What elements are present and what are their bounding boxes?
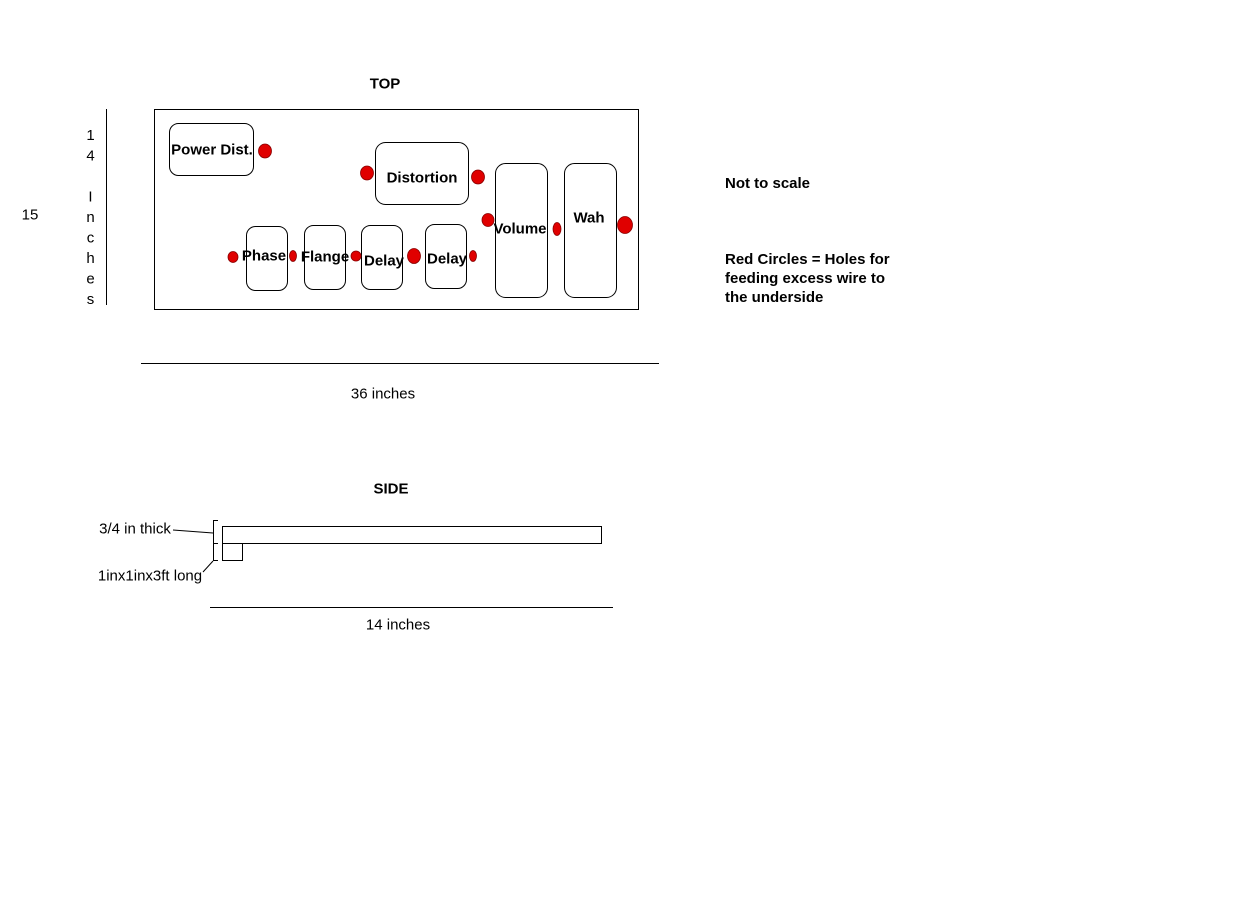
hole-circle (350, 250, 362, 262)
outer-height-label: 15 (21, 206, 39, 224)
pedal-delay2-box (425, 224, 467, 289)
thickness-label: 3/4 in thick (99, 520, 171, 538)
side-width-label: 14 inches (365, 616, 431, 634)
side-board (222, 526, 602, 544)
board-top-outline (154, 109, 639, 310)
support-bracket (213, 543, 218, 561)
hole-circle (552, 222, 562, 236)
thickness-leader (172, 529, 214, 534)
hole-circle (471, 169, 485, 185)
legend-line-3: the underside (725, 289, 824, 306)
hole-circle (289, 250, 297, 262)
inner-height-label: 14 Inches (82, 127, 99, 312)
hole-circle (617, 216, 633, 234)
pedal-label-wah: Wah (573, 209, 605, 227)
pedal-label-flange: Flange (300, 248, 350, 266)
top-width-label: 36 inches (350, 385, 416, 403)
hole-circle (360, 165, 374, 181)
pedal-label-volume: Volume (493, 220, 547, 238)
pedal-label-delay-2: Delay (426, 250, 468, 268)
hole-circle (407, 248, 421, 264)
pedal-label-phase: Phase (241, 247, 287, 265)
side-support (222, 543, 243, 561)
pedal-label-delay-1: Delay (363, 252, 405, 270)
scale-note: Not to scale (725, 175, 811, 192)
pedal-distortion-box (375, 142, 469, 205)
pedal-delay1-box (361, 225, 403, 290)
legend-line-1: Red Circles = Holes for (725, 251, 890, 268)
pedal-flange-box (304, 225, 346, 290)
pedal-label-power-dist: Power Dist. (171, 141, 253, 159)
thickness-bracket (213, 520, 218, 544)
pedal-power-dist-box (169, 123, 254, 176)
hole-circle (258, 143, 272, 159)
pedal-wah-box (564, 163, 617, 298)
pedal-volume-box (495, 163, 548, 298)
hole-circle (481, 213, 495, 227)
hole-circle (469, 250, 477, 262)
support-leader (202, 560, 214, 573)
side-view-title: SIDE (373, 480, 409, 498)
top-view-title: TOP (369, 75, 401, 93)
support-label: 1inx1inx3ft long (97, 567, 203, 585)
pedal-phase-box (246, 226, 288, 291)
legend-line-2: feeding excess wire to (725, 270, 886, 287)
pedal-label-distortion: Distortion (386, 169, 458, 187)
hole-circle (227, 251, 239, 263)
